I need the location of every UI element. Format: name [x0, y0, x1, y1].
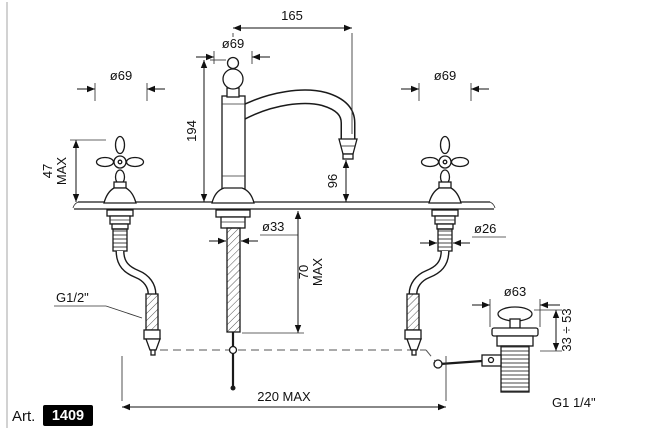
dim-underdeck-len: 70 [296, 265, 311, 279]
aerator [342, 153, 354, 160]
drain-flange [491, 327, 539, 337]
left-handle [95, 135, 145, 204]
dim-center-shank-dia: ø33 [262, 219, 284, 234]
spout-body [211, 56, 358, 391]
drain-assembly [433, 306, 539, 393]
dim-waste-flange-dia: ø63 [504, 284, 526, 299]
label-waste-thread: G1 1/4" [552, 395, 596, 410]
dim-handle-height: 47 [40, 164, 55, 178]
dim-outlet-height: 96 [325, 174, 340, 188]
left-supply-hose [106, 209, 161, 356]
dim-spout-reach: 165 [281, 8, 303, 23]
dim-left-handle-dia: ø69 [110, 68, 132, 83]
label-supply-thread: G1/2" [56, 290, 89, 305]
dim-centers-distance: 220 MAX [257, 389, 311, 404]
right-supply-hose [404, 209, 459, 356]
drain-body [500, 345, 530, 393]
spout-finial [222, 68, 244, 90]
dim-handle-height-max: MAX [54, 157, 69, 186]
dim-side-shank-dia: ø26 [474, 221, 496, 236]
dim-spout-top-dia: ø69 [222, 36, 244, 51]
art-number-badge [43, 405, 93, 426]
spout-outlet [338, 138, 358, 155]
deck-section [72, 201, 496, 210]
spout-escutcheon [211, 187, 255, 204]
dim-deck-range: 33 ÷ 53 [559, 308, 574, 351]
dim-spout-height: 194 [184, 120, 199, 142]
dim-underdeck-max: MAX [310, 258, 325, 287]
threaded-tailpiece [226, 227, 241, 333]
art-number-value: 1409 [52, 408, 84, 424]
right-handle [420, 135, 470, 204]
pop-up-linkage [160, 349, 436, 362]
dim-right-handle-dia: ø69 [434, 68, 456, 83]
dimensions: 165 ø69 ø69 ø69 194 96 47 MAX ø33 [40, 8, 596, 411]
art-prefix-label: Art. [12, 408, 35, 425]
art-number-block: Art. 1409 [12, 405, 93, 426]
